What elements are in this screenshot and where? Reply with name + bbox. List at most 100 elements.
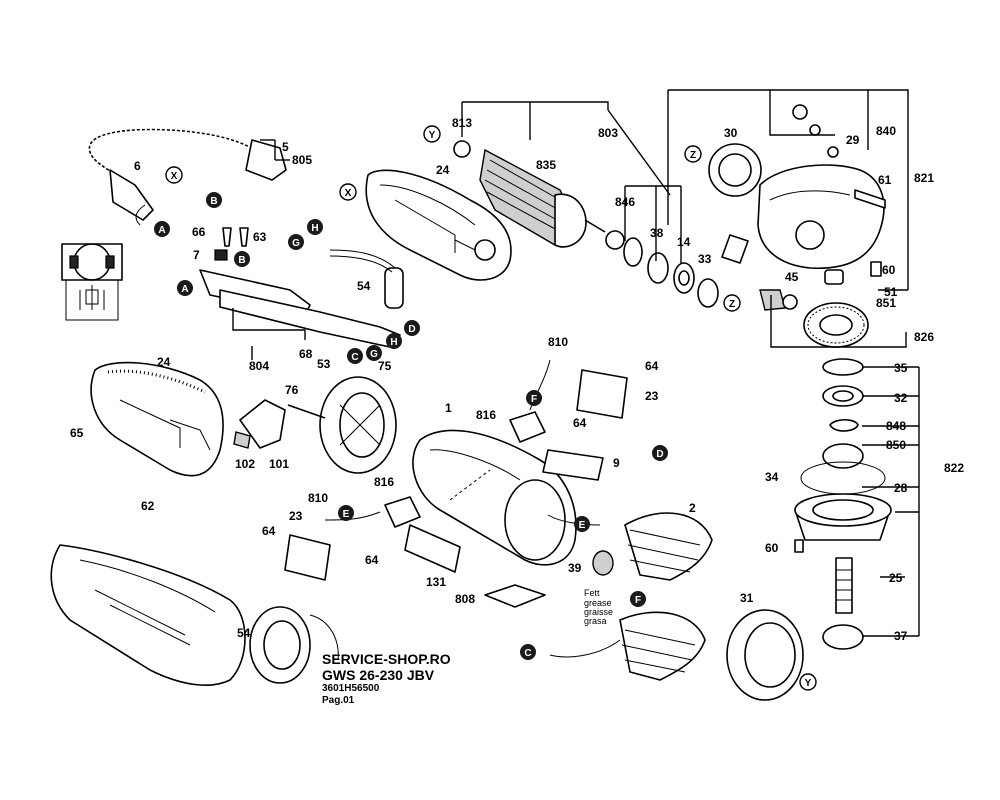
label-131: 131 — [426, 575, 446, 589]
callout-b-1: B — [206, 192, 222, 208]
label-75: 75 — [378, 359, 392, 373]
fan — [319, 376, 397, 474]
callout-b-2: B — [234, 251, 250, 267]
armature — [453, 140, 625, 250]
label-29: 29 — [846, 133, 860, 147]
callout-h-1: H — [307, 219, 323, 235]
callout-c-2: C — [520, 644, 536, 660]
bevel-gear — [803, 302, 869, 348]
label-7: 7 — [193, 248, 200, 262]
svg-text:A: A — [181, 284, 188, 295]
svg-text:H: H — [390, 337, 397, 348]
label-64-a: 64 — [645, 359, 659, 373]
callout-y-1: Y — [423, 125, 441, 143]
label-808: 808 — [455, 592, 475, 606]
label-23-top: 23 — [645, 389, 659, 403]
callout-a-1: A — [154, 221, 170, 237]
callout-x-1: X — [165, 166, 183, 184]
label-840: 840 — [876, 124, 896, 138]
label-805: 805 — [292, 153, 312, 167]
svg-text:D: D — [408, 324, 415, 335]
label-60-bottom: 60 — [765, 541, 779, 555]
svg-text:C: C — [351, 352, 358, 363]
label-5: 5 — [282, 140, 289, 154]
label-39: 39 — [568, 561, 582, 575]
capacitor-54 — [329, 249, 404, 309]
label-37: 37 — [894, 629, 908, 643]
label-810-bottom: 810 — [308, 491, 328, 505]
lever-parts — [233, 399, 326, 449]
callout-e-2: E — [574, 516, 590, 532]
label-102: 102 — [235, 457, 255, 471]
label-846: 846 — [615, 195, 635, 209]
svg-text:B: B — [238, 255, 245, 266]
label-38: 38 — [650, 226, 664, 240]
label-60-top: 60 — [882, 263, 896, 277]
label-63: 63 — [253, 230, 267, 244]
label-30: 30 — [724, 126, 738, 140]
wiring-schematic — [61, 243, 123, 321]
svg-text:F: F — [635, 595, 641, 606]
svg-text:D: D — [656, 449, 663, 460]
callout-h-2: H — [386, 333, 402, 349]
grease-note-line-1: Fett — [584, 588, 600, 598]
svg-text:Y: Y — [429, 130, 436, 141]
label-2: 2 — [689, 501, 696, 515]
label-816-bottom: 816 — [374, 475, 394, 489]
label-34: 34 — [765, 470, 779, 484]
callout-a-2: A — [177, 280, 193, 296]
callout-d-1: D — [404, 320, 420, 336]
svg-text:Z: Z — [729, 299, 735, 310]
svg-text:C: C — [524, 648, 531, 659]
label-816-top: 816 — [476, 408, 496, 422]
model-name: GWS 26-230 JBV — [322, 667, 435, 683]
connection-callouts: X B A B A X H G D H G C Y Z Z F D E E F … — [154, 125, 817, 691]
svg-text:F: F — [531, 394, 537, 405]
part-number: 3601H56500 — [322, 683, 380, 694]
grease-note: Fett grease graisse grasa — [584, 588, 613, 626]
svg-text:X: X — [171, 171, 178, 182]
document-footer: SERVICE-SHOP.RO GWS 26-230 JBV 3601H5650… — [322, 651, 451, 707]
label-64-c: 64 — [262, 524, 276, 538]
label-851: 851 — [876, 296, 896, 310]
assembled-view — [50, 544, 339, 686]
label-54-bottom: 54 — [237, 626, 251, 640]
label-850: 850 — [886, 438, 906, 452]
label-33: 33 — [698, 252, 712, 266]
svg-text:B: B — [210, 196, 217, 207]
callout-z-2: Z — [723, 294, 741, 312]
svg-text:Y: Y — [805, 678, 812, 689]
label-6: 6 — [134, 159, 141, 173]
label-803: 803 — [598, 126, 618, 140]
svg-text:G: G — [370, 349, 378, 360]
callout-x-2: X — [339, 183, 357, 201]
grease-note-line-2: grease — [584, 598, 612, 608]
label-76: 76 — [285, 383, 299, 397]
label-821: 821 — [914, 171, 934, 185]
part-labels: 5 805 6 66 63 7 804 68 53 24 54 813 803 … — [70, 116, 964, 643]
label-35: 35 — [894, 361, 908, 375]
label-62: 62 — [141, 499, 155, 513]
label-53: 53 — [317, 357, 331, 371]
label-31: 31 — [740, 591, 754, 605]
callout-f-1: F — [526, 390, 542, 406]
label-848: 848 — [886, 419, 906, 433]
label-835: 835 — [536, 158, 556, 172]
label-101: 101 — [269, 457, 289, 471]
callout-g-1: G — [288, 234, 304, 250]
spindle-stack — [794, 358, 892, 650]
callout-f-2: F — [630, 591, 646, 607]
motor-housing — [412, 429, 577, 566]
label-25: 25 — [889, 571, 903, 585]
label-810-top: 810 — [548, 335, 568, 349]
label-68: 68 — [299, 347, 313, 361]
label-64-b: 64 — [573, 416, 587, 430]
label-65: 65 — [70, 426, 84, 440]
switch-assembly — [199, 227, 401, 348]
grease-note-line-4: grasa — [584, 616, 607, 626]
label-804: 804 — [249, 359, 269, 373]
label-9: 9 — [613, 456, 620, 470]
svg-text:E: E — [343, 509, 350, 520]
callout-e-1: E — [338, 505, 354, 521]
label-66: 66 — [192, 225, 206, 239]
